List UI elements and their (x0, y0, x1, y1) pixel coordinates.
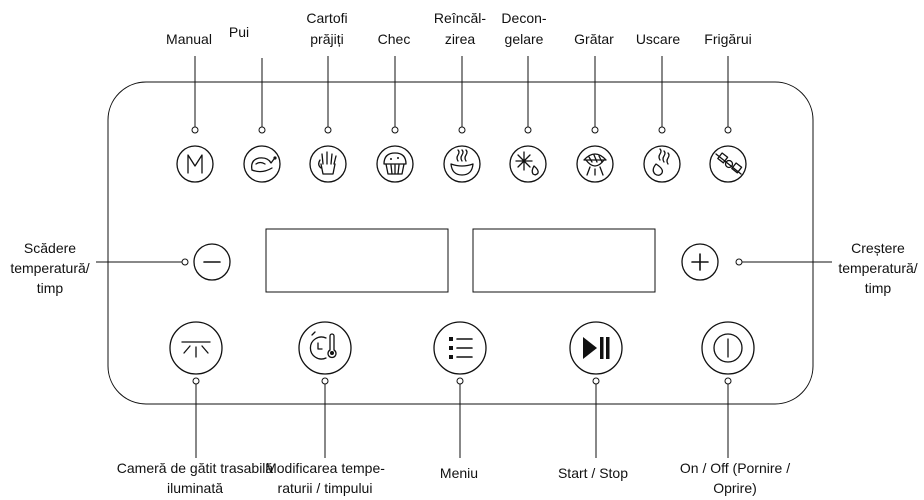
increase-label: timp (865, 280, 892, 296)
bottom-label: iluminată (167, 480, 223, 496)
preset-muffin[interactable]: Chec (376, 31, 414, 183)
preset-chicken[interactable]: Pui (229, 24, 281, 183)
display-right (472, 228, 656, 293)
preset-label: prăjiți (310, 31, 343, 47)
preset-dehydrate[interactable]: Uscare (636, 31, 681, 183)
play-pause-icon (583, 337, 610, 359)
fries-icon (318, 151, 337, 175)
preset-defrost[interactable]: Decon- gelare (501, 10, 547, 183)
temp-time-icon (309, 331, 337, 360)
menu-list-icon (449, 337, 473, 359)
plus-icon (691, 253, 709, 271)
light-icon (181, 341, 211, 358)
skewer-icon (715, 152, 743, 175)
preset-label: Pui (229, 24, 249, 40)
increase-label: temperatură/ (838, 260, 917, 276)
decrease-button[interactable]: Scădere temperatură/ timp (10, 240, 231, 296)
preset-label: Reîncăl- (434, 10, 486, 26)
preset-label: Decon- (501, 10, 546, 26)
increase-button[interactable]: Creștere temperatură/ timp (681, 240, 918, 296)
bottom-label: Meniu (440, 465, 478, 481)
chicken-icon (251, 156, 277, 173)
menu-button[interactable]: Meniu (433, 321, 487, 481)
defrost-icon (515, 151, 539, 176)
preset-skewer[interactable]: Frigărui (704, 31, 752, 183)
preset-label: Chec (378, 31, 411, 47)
manual-m-icon (187, 154, 203, 174)
bottom-label: Oprire) (713, 480, 757, 496)
preset-label: Grătar (574, 31, 614, 47)
preset-grill[interactable]: Grătar (574, 31, 614, 183)
reheat-icon (450, 149, 474, 176)
bottom-label: Cameră de gătit trasabilă (117, 460, 274, 476)
decrease-label: temperatură/ (10, 260, 89, 276)
preset-manual[interactable]: Manual (166, 31, 214, 183)
preset-reheat[interactable]: Reîncăl- zirea (434, 10, 486, 183)
grill-icon (583, 153, 607, 176)
power-icon (713, 333, 743, 363)
preset-label: Cartofi (306, 10, 347, 26)
bottom-label: Start / Stop (558, 465, 628, 481)
start-stop-button[interactable]: Start / Stop (558, 321, 628, 481)
bottom-label: On / Off (Pornire / (680, 460, 790, 476)
decrease-label: timp (37, 280, 64, 296)
display-left (265, 228, 449, 293)
preset-label: gelare (505, 31, 544, 47)
decrease-label: Scădere (24, 240, 76, 256)
preset-label: Uscare (636, 31, 681, 47)
bottom-label: raturii / timpului (278, 480, 373, 496)
preset-fries[interactable]: Cartofi prăjiți (306, 10, 348, 183)
dehydrate-icon (652, 148, 670, 176)
bottom-label: Modificarea tempe- (265, 460, 385, 476)
light-button[interactable]: Cameră de gătit trasabilă iluminată (117, 321, 274, 496)
preset-label: Frigărui (704, 31, 751, 47)
power-button[interactable]: On / Off (Pornire / Oprire) (680, 321, 790, 496)
temp-time-button[interactable]: Modificarea tempe- raturii / timpului (265, 321, 385, 496)
preset-label: Manual (166, 31, 212, 47)
preset-label: zirea (445, 31, 476, 47)
muffin-icon (383, 152, 407, 175)
increase-label: Creștere (851, 240, 905, 256)
